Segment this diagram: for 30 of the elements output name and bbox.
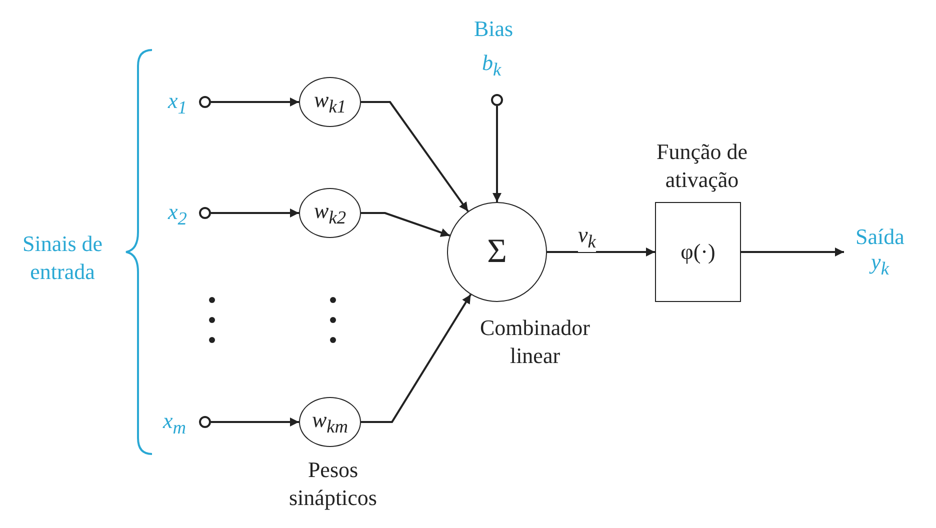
arrow <box>361 101 469 212</box>
output-label: Saída <box>856 224 904 250</box>
arrow <box>211 418 299 426</box>
arrow <box>211 98 299 106</box>
arrow <box>741 248 844 256</box>
group-label: Pesos sinápticos <box>288 456 378 511</box>
node-label: Σ <box>487 232 507 272</box>
arrow <box>547 248 655 256</box>
group-label: Sinais de entrada <box>21 230 104 285</box>
arrow <box>361 294 472 423</box>
arrow <box>492 106 502 202</box>
arrow <box>361 212 450 237</box>
node-label: w$_{km}$ <box>312 406 348 438</box>
node-caption: x$_{1}$ <box>168 88 187 118</box>
node-caption: Combinador linear <box>479 314 591 369</box>
activation-box <box>655 202 741 302</box>
node-label: φ(·) <box>680 239 716 265</box>
node-caption: Função de ativação <box>655 138 749 193</box>
node-label: w$_{k2}$ <box>314 198 346 228</box>
input-terminal <box>491 94 503 106</box>
node-caption: x$_{2}$ <box>168 199 187 230</box>
input-terminal <box>199 207 211 219</box>
output-label: y$_{k}$ <box>871 249 889 280</box>
input-terminal <box>199 96 211 108</box>
node-label: w$_{k1}$ <box>314 86 346 118</box>
input-terminal <box>199 416 211 428</box>
arrow <box>211 208 299 218</box>
node-caption: Bias <box>474 16 514 42</box>
node-caption: x$_{m}$ <box>163 408 186 438</box>
node-caption: b$_{k}$ <box>482 50 502 80</box>
